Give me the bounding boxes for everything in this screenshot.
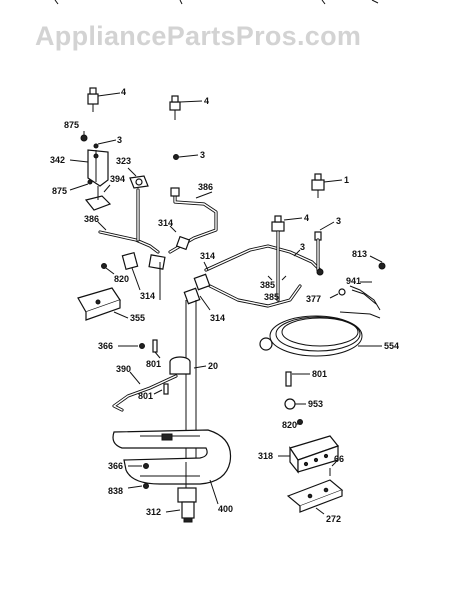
fitting-4-right	[271, 215, 285, 232]
tube-386-left	[98, 188, 160, 254]
tube-385	[204, 230, 322, 308]
callout-318: 318	[258, 451, 273, 461]
callout-377: 377	[306, 294, 321, 304]
callout-314-b: 314	[158, 218, 173, 228]
callout-953: 953	[308, 399, 323, 409]
callout-3-left: 3	[117, 135, 122, 145]
switch-318	[289, 435, 339, 474]
valve-312	[177, 462, 197, 523]
callout-272: 272	[326, 514, 341, 524]
bracket-355	[77, 287, 121, 321]
callout-20: 20	[208, 361, 218, 371]
screw-875-lower	[87, 179, 93, 185]
wire-941	[349, 285, 381, 311]
callout-801-a: 801	[146, 359, 161, 369]
top-edge-marks	[54, 0, 379, 5]
fitting-4-middle	[169, 95, 181, 120]
part-323	[129, 175, 149, 189]
callout-400: 400	[218, 504, 233, 514]
callout-386-left: 386	[84, 214, 99, 224]
callout-3-middle: 3	[200, 150, 205, 160]
callout-3-right-top: 3	[336, 216, 341, 226]
callout-554: 554	[384, 341, 399, 351]
callout-4-left: 4	[121, 87, 126, 97]
callout-4-middle: 4	[204, 96, 209, 106]
callout-1: 1	[344, 175, 349, 185]
callout-342: 342	[50, 155, 65, 165]
callout-813: 813	[352, 249, 367, 259]
callout-3-right-mid: 3	[300, 242, 305, 252]
callout-355: 355	[130, 313, 145, 323]
callout-385-a: 385	[260, 280, 275, 290]
callout-312: 312	[146, 507, 161, 517]
tube-390	[112, 374, 178, 412]
part-394	[84, 186, 112, 211]
callout-385-b: 385	[264, 292, 279, 302]
bracket-272	[286, 479, 344, 513]
callout-801-b: 801	[138, 391, 153, 401]
callout-820-right: 820	[282, 420, 297, 430]
callout-314-a: 314	[140, 291, 155, 301]
fitting-314-left	[121, 251, 166, 271]
part-20	[169, 356, 191, 375]
callout-875-top: 875	[64, 120, 79, 130]
callout-314-d: 314	[210, 313, 225, 323]
fitting-4-left	[87, 87, 99, 112]
tube-386-right	[168, 188, 218, 254]
burner-400	[112, 429, 232, 485]
callout-875-lower: 875	[52, 186, 67, 196]
callout-323: 323	[116, 156, 131, 166]
coil-554	[259, 311, 381, 357]
callout-314-c: 314	[200, 251, 215, 261]
callout-66: 66	[334, 454, 344, 464]
callout-366-lower: 366	[108, 461, 123, 471]
screw-875-top	[80, 134, 88, 142]
watermark: AppliancePartsPros.com	[35, 21, 361, 51]
callout-390: 390	[116, 364, 131, 374]
bracket-342	[87, 149, 109, 187]
callout-4-right: 4	[304, 213, 309, 223]
callout-386-right: 386	[198, 182, 213, 192]
callout-838: 838	[108, 486, 123, 496]
callout-801-c: 801	[312, 369, 327, 379]
callout-366-top: 366	[98, 341, 113, 351]
callout-941: 941	[346, 276, 361, 286]
fitting-1	[311, 173, 325, 198]
callout-394: 394	[110, 174, 125, 184]
callout-820-left: 820	[114, 274, 129, 284]
